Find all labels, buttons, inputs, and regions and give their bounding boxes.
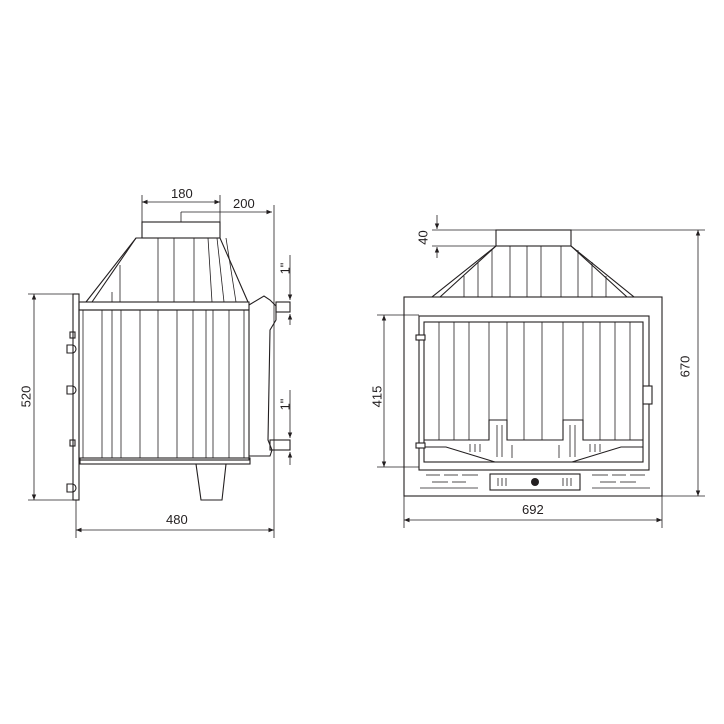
dim-flue-diameter: 180 <box>171 186 193 201</box>
dim-collar-height: 40 <box>415 230 431 245</box>
front-view-dimensions <box>377 215 705 528</box>
dim-total-height: 670 <box>677 355 693 378</box>
dim-pipe-top: 1" <box>277 262 293 275</box>
dim-depth: 480 <box>166 512 188 527</box>
side-view-dimensions <box>28 195 293 538</box>
dim-door-height: 415 <box>369 385 385 408</box>
dim-height: 520 <box>18 385 34 408</box>
side-view <box>66 221 291 501</box>
dim-flue-offset: 200 <box>233 196 255 211</box>
dim-width: 692 <box>522 502 544 517</box>
front-view <box>403 229 663 497</box>
control-knob-icon <box>531 478 539 486</box>
dim-pipe-bottom: 1" <box>277 398 293 411</box>
